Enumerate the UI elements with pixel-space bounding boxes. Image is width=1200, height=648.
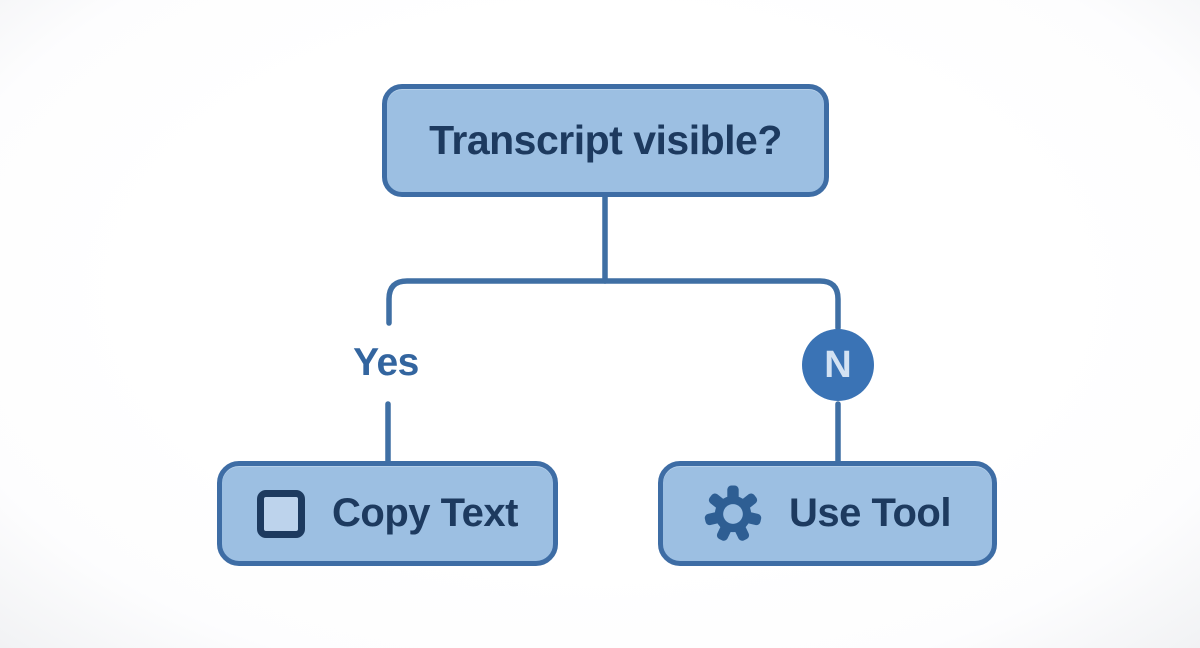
no-branch-badge: N bbox=[802, 329, 874, 401]
node-transcript-visible: Transcript visible? bbox=[382, 84, 829, 197]
copy-node-label: Copy Text bbox=[332, 491, 518, 535]
square-outline-icon bbox=[257, 489, 306, 538]
gear-icon bbox=[704, 485, 762, 541]
node-use-tool: Use Tool bbox=[658, 461, 997, 566]
branch-label-yes: Yes bbox=[353, 341, 419, 384]
node-copy-text: Copy Text bbox=[217, 461, 558, 566]
no-branch-badge-letter: N bbox=[824, 343, 852, 386]
root-node-label: Transcript visible? bbox=[429, 117, 782, 163]
branch-bracket-line bbox=[386, 278, 841, 331]
tool-node-label: Use Tool bbox=[789, 491, 951, 535]
